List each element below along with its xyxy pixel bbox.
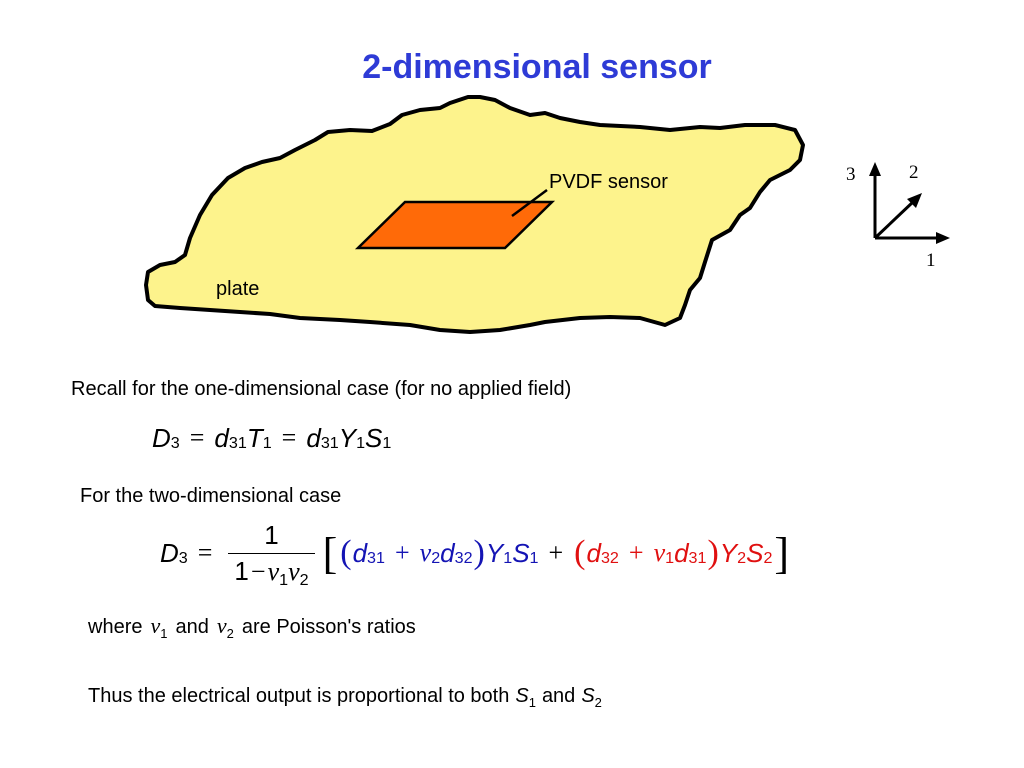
number-one: 1 <box>234 555 249 586</box>
equals-sign: = <box>197 538 213 567</box>
where-and: and <box>175 616 209 638</box>
thus-and: and <box>541 685 576 707</box>
thus-prefix: Thus the electrical output is proportion… <box>88 685 510 707</box>
symbol-d: d <box>586 537 601 568</box>
subscript: 1 <box>382 434 392 453</box>
subscript: 32 <box>600 549 619 568</box>
plus-sign: + <box>548 538 564 567</box>
plus-sign: + <box>394 538 410 567</box>
subscript: 1 <box>279 571 289 590</box>
axis-label-3: 3 <box>846 164 856 185</box>
fraction-bar <box>228 552 315 554</box>
plus-sign: + <box>628 538 644 567</box>
symbol-d: d <box>306 422 321 453</box>
symbol-Y: Y <box>719 537 738 568</box>
recall-text: Recall for the one-dimensional case (for… <box>71 378 572 400</box>
subscript: 1 <box>160 625 168 641</box>
left-paren: ( <box>340 534 352 571</box>
symbol-D: D <box>152 422 171 453</box>
coordinate-axes <box>869 162 950 244</box>
subscript: 2 <box>226 625 234 641</box>
right-bracket: ] <box>774 528 790 578</box>
symbol-nu: ν <box>216 613 227 638</box>
subscript: 3 <box>170 434 180 453</box>
subscript: 1 <box>356 434 366 453</box>
subscript: 32 <box>454 549 473 568</box>
symbol-d: d <box>352 537 368 568</box>
symbol-d: d <box>214 422 229 453</box>
subscript: 2 <box>431 549 441 568</box>
subscript: 1 <box>503 549 513 568</box>
fraction: 1 1−ν1ν2 <box>228 519 315 590</box>
where-prefix: where <box>88 616 143 638</box>
subscript: 3 <box>178 549 188 568</box>
symbol-Y: Y <box>485 537 504 568</box>
right-paren: ) <box>473 534 485 571</box>
equals-sign: = <box>281 423 297 452</box>
subscript: 2 <box>299 571 309 590</box>
symbol-nu: ν <box>150 613 161 638</box>
symbol-nu: ν <box>419 538 432 567</box>
thus-line: Thus the electrical output is proportion… <box>88 685 602 710</box>
right-paren: ) <box>707 534 719 571</box>
subscript: 2 <box>594 694 602 710</box>
plate-diagram <box>144 95 950 334</box>
fraction-denominator: 1−ν1ν2 <box>228 554 314 590</box>
sensor-label: PVDF sensor <box>549 171 668 193</box>
subscript: 2 <box>763 549 773 568</box>
subscript: 31 <box>228 434 247 453</box>
subscript: 31 <box>688 549 707 568</box>
sensor-leader-line <box>511 188 548 218</box>
two-dimensional-text: For the two-dimensional case <box>80 485 342 507</box>
subscript: 2 <box>737 549 747 568</box>
minus-sign: − <box>250 556 266 586</box>
axis-label-1: 1 <box>926 250 936 271</box>
left-bracket: [ <box>322 528 338 578</box>
symbol-nu: ν <box>653 538 666 567</box>
axis-label-2: 2 <box>909 162 919 183</box>
pvdf-sensor <box>354 200 556 250</box>
where-suffix: are Poisson's ratios <box>241 616 416 638</box>
equals-sign: = <box>189 423 205 452</box>
symbol-S: S <box>746 537 764 568</box>
subscript: 1 <box>262 434 272 453</box>
symbol-d: d <box>440 537 455 568</box>
plate-label: plate <box>216 278 260 300</box>
symbol-S: S <box>515 685 529 707</box>
symbol-T: T <box>246 422 263 453</box>
subscript: 1 <box>665 549 675 568</box>
symbol-S: S <box>365 422 383 453</box>
symbol-S: S <box>512 537 530 568</box>
page-title: 2-dimensional sensor <box>362 48 712 86</box>
symbol-nu: ν <box>288 556 300 586</box>
symbol-S: S <box>581 685 595 707</box>
symbol-nu: ν <box>267 556 280 586</box>
subscript: 31 <box>320 434 339 453</box>
fraction-numerator: 1 <box>264 519 279 550</box>
symbol-d: d <box>674 537 689 568</box>
left-paren: ( <box>574 534 586 571</box>
subscript: 1 <box>528 694 536 710</box>
subscript: 1 <box>529 549 539 568</box>
subscript: 31 <box>367 549 385 568</box>
symbol-Y: Y <box>338 422 357 453</box>
symbol-D: D <box>160 537 179 568</box>
